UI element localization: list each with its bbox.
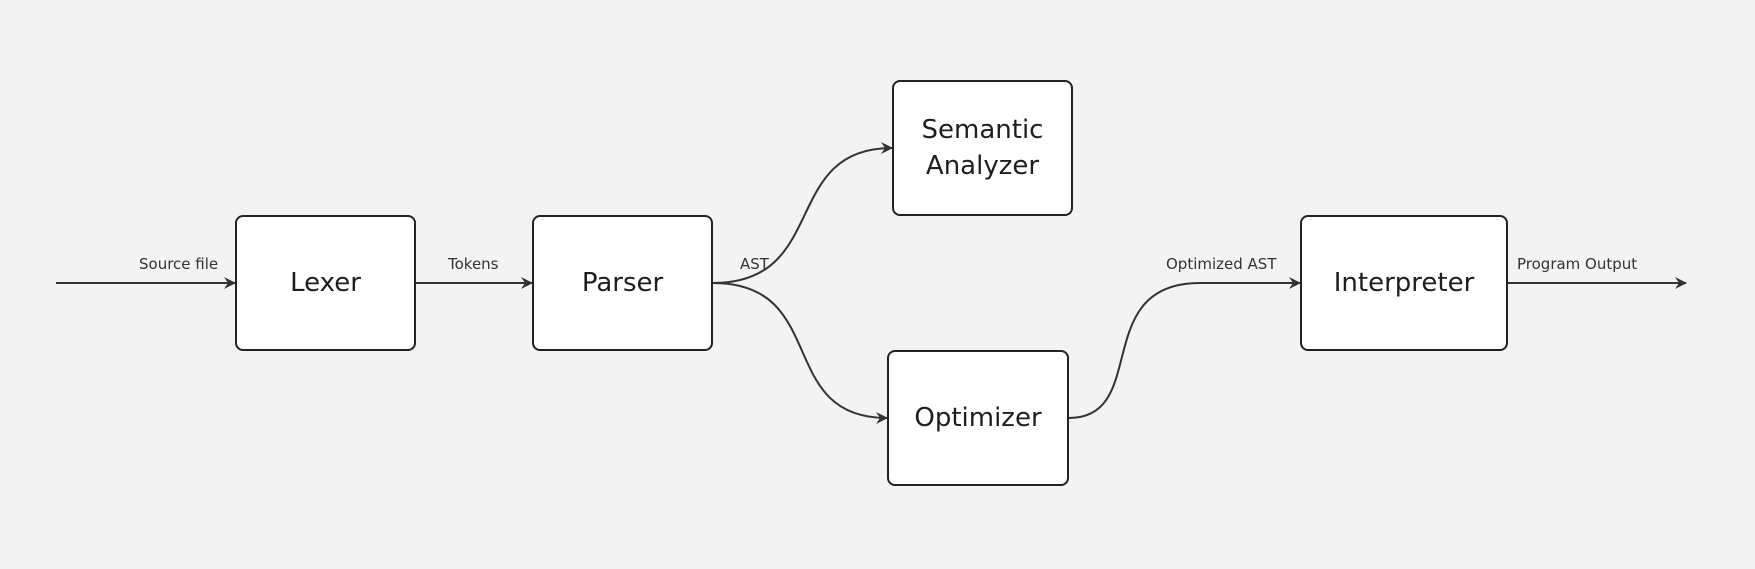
edge-label-optimized-ast: Optimized AST (1166, 255, 1277, 273)
edge-label-source-file: Source file (139, 255, 219, 273)
optimizer-label: Optimizer (914, 402, 1042, 433)
interpreter-node[interactable]: Interpreter (1300, 215, 1508, 351)
semantic-analyzer-node[interactable]: Semantic Analyzer (892, 80, 1073, 216)
edge-optimizer-to-interpreter (1068, 277, 1301, 419)
optimizer-node[interactable]: Optimizer (887, 350, 1069, 486)
edge-parser-to-optimizer (712, 282, 888, 424)
parser-node[interactable]: Parser (532, 215, 713, 351)
edge-label-program-output: Program Output (1517, 255, 1638, 273)
interpreter-label: Interpreter (1333, 267, 1475, 298)
edge-parser-to-semantic (712, 142, 893, 284)
edge-label-ast: AST (740, 255, 769, 273)
lexer-label: Lexer (290, 267, 361, 298)
parser-label: Parser (581, 267, 664, 298)
edge-label-tokens: Tokens (448, 255, 499, 273)
semantic-analyzer-label: Semantic Analyzer (921, 114, 1044, 181)
lexer-node[interactable]: Lexer (235, 215, 416, 351)
